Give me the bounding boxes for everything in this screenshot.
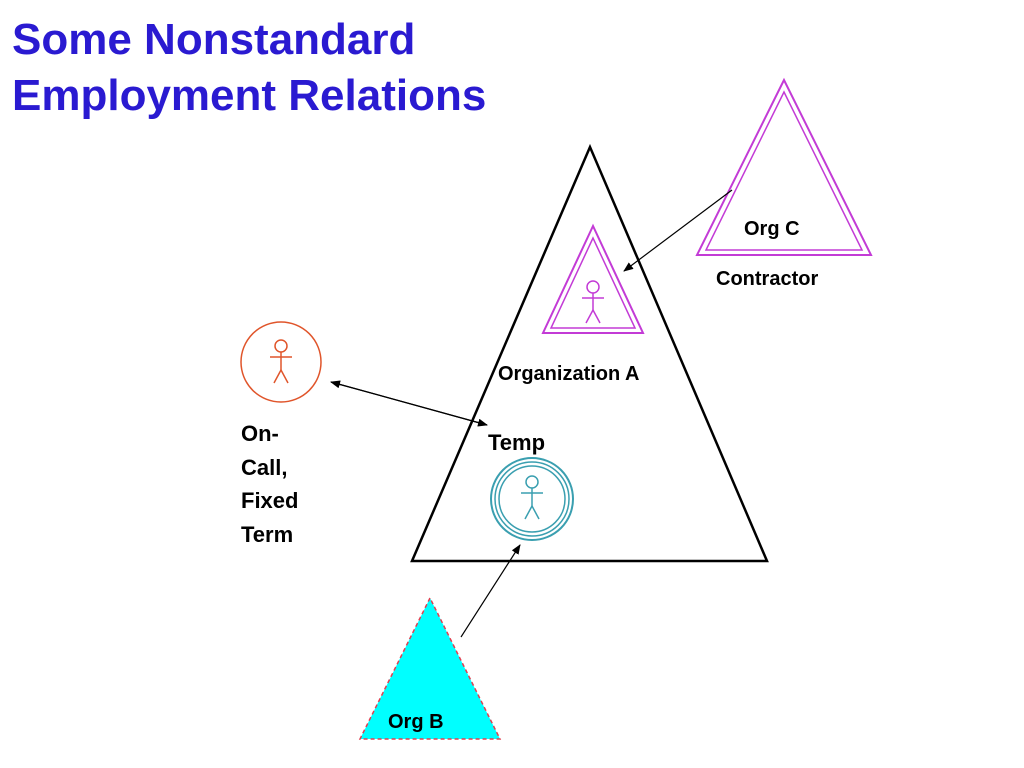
org-b-label: Org B [388,711,444,733]
org-c-triangle [695,77,873,256]
contractor-triangle [541,223,645,334]
org-b-triangle [358,596,502,740]
on-call-circle [240,321,322,403]
on-call-label-line-1: On- [241,421,279,446]
slide-title-line-1: Some Nonstandard [12,15,416,64]
temp-label: Temp [488,430,545,455]
on-call-label-line-3: Fixed [241,488,298,513]
contractor-label: Contractor [716,268,818,290]
contractor-person-icon [582,280,604,324]
org-c-label: Org C [744,218,800,240]
org-b-to-temp-arrow [460,544,521,638]
on-call-label-line-4: Term [241,522,293,547]
slide-title: Some Nonstandard Employment Relations [12,12,486,124]
temp-circle [490,457,574,541]
on-call-to-temp-arrow [330,381,488,427]
slide-title-line-2: Employment Relations [12,71,487,120]
organization-a-label: Organization A [498,363,639,385]
org-c-to-contractor-arrow [623,189,733,272]
organization-a-triangle [410,143,769,563]
temp-person-icon [521,475,543,520]
on-call-person-icon [270,339,292,384]
on-call-label-line-2: Call, [241,455,287,480]
